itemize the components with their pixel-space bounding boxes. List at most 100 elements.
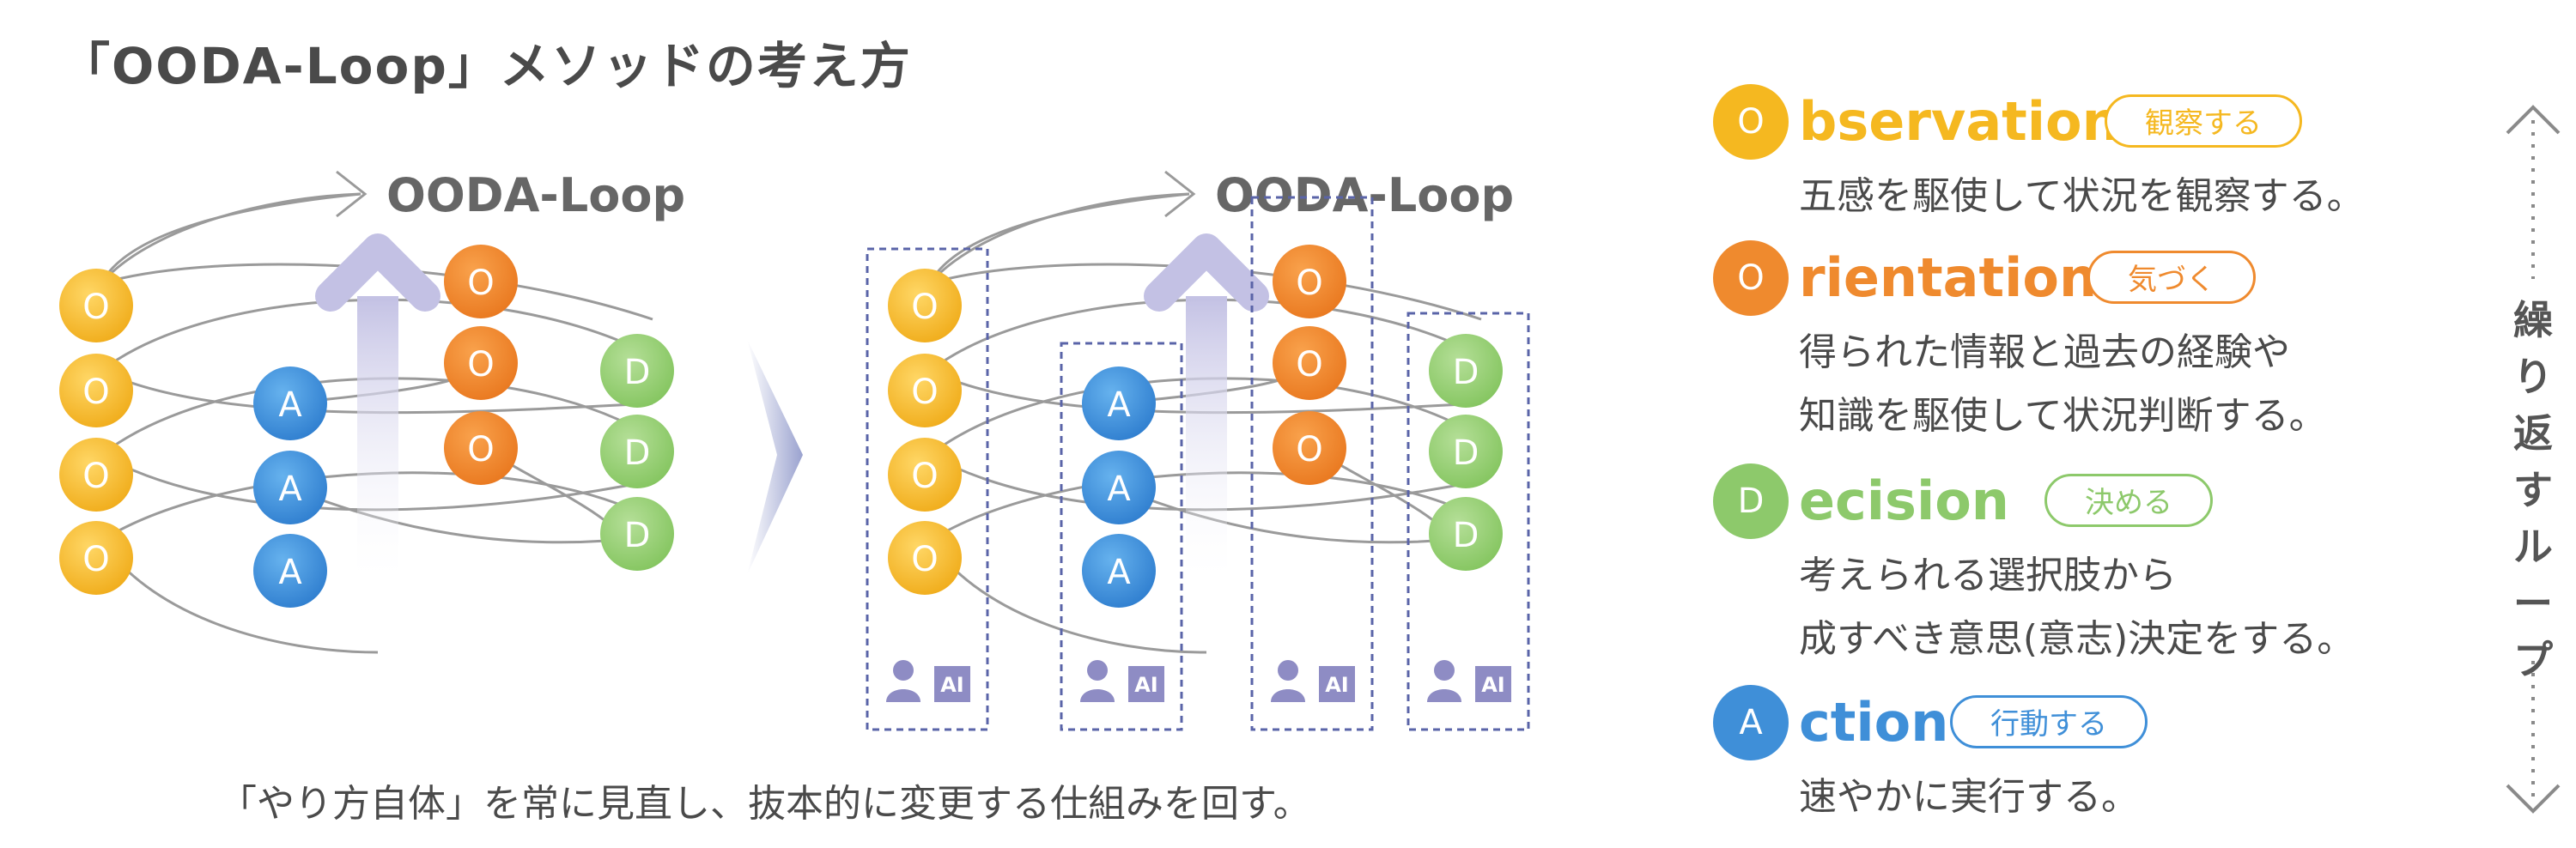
svg-text:D: D: [1453, 516, 1479, 555]
transition-chevron: [747, 339, 803, 575]
svg-text:D: D: [624, 353, 651, 392]
svg-text:A: A: [1107, 385, 1131, 425]
decision-node: D: [600, 334, 674, 408]
phase-description: 得られた情報と過去の経験や: [1799, 330, 2290, 374]
loop-arrow: [2506, 105, 2561, 814]
team-box: AI: [1250, 196, 1374, 731]
svg-text:O: O: [82, 540, 109, 579]
action-node: A: [253, 366, 327, 440]
svg-text:D: D: [624, 433, 651, 473]
decision-node: D: [600, 415, 674, 488]
svg-text:A: A: [1107, 469, 1131, 509]
orientation-node: O: [1273, 326, 1346, 400]
orientation-node: O: [1273, 245, 1346, 318]
svg-text:O: O: [1296, 430, 1322, 469]
phase-badge: A: [1713, 685, 1789, 760]
phase-tag: 決める: [2044, 474, 2213, 527]
svg-text:O: O: [1296, 263, 1322, 303]
phase-word: ction: [1799, 691, 1949, 754]
team-box: AI: [1406, 312, 1530, 731]
loop-arrowhead: [336, 170, 368, 218]
phase-description: 成すべき意思(意志)決定をする。: [1799, 617, 2355, 661]
svg-text:AI: AI: [1481, 673, 1505, 697]
up-arrow-shaft: [1186, 296, 1227, 579]
loop-title: OODA-Loop: [386, 168, 685, 222]
team-box: AI: [1060, 342, 1183, 731]
phase-badge: O: [1713, 84, 1789, 160]
svg-text:O: O: [1296, 345, 1322, 385]
observation-node: O: [59, 438, 133, 512]
orientation-node: O: [1273, 411, 1346, 485]
decision-node: D: [1429, 497, 1503, 571]
phase-description: 速やかに実行する。: [1799, 775, 2139, 819]
loop-arrowhead: [1164, 170, 1196, 218]
svg-text:O: O: [82, 373, 109, 412]
action-node: A: [253, 451, 327, 524]
ai-icon: AI: [934, 666, 970, 702]
orientation-node: O: [444, 411, 518, 485]
decision-node: D: [1429, 415, 1503, 488]
observation-node: O: [888, 521, 962, 595]
loop-path: [928, 192, 1190, 284]
svg-text:D: D: [1453, 433, 1479, 473]
ai-icon: AI: [1475, 666, 1511, 702]
svg-text:O: O: [82, 457, 109, 496]
person-icon: [1080, 660, 1115, 702]
svg-text:O: O: [467, 345, 494, 385]
person-icon: [1271, 660, 1305, 702]
observation-node: O: [888, 269, 962, 342]
phase-word: bservation: [1799, 90, 2120, 153]
svg-text:D: D: [624, 516, 651, 555]
phase-tag: 行動する: [1950, 695, 2148, 748]
phase-tag: 観察する: [2105, 94, 2302, 148]
observation-node: O: [59, 269, 133, 342]
page-title: 「OODA-Loop」メソッドの考え方: [60, 37, 912, 95]
orientation-node: O: [444, 326, 518, 400]
observation-node: O: [59, 354, 133, 427]
decision-node: D: [1429, 334, 1503, 408]
loop-title: OODA-Loop: [1215, 168, 1514, 222]
svg-text:AI: AI: [1134, 673, 1158, 697]
action-node: A: [253, 534, 327, 608]
svg-text:O: O: [911, 457, 938, 496]
person-icon: [1427, 660, 1461, 702]
observation-node: O: [888, 438, 962, 512]
observation-node: O: [888, 354, 962, 427]
svg-text:D: D: [1453, 353, 1479, 392]
phase-description: 五感を駆使して状況を観察する。: [1799, 174, 2365, 218]
phase-tag: 気づく: [2087, 251, 2256, 304]
action-node: A: [1082, 534, 1156, 608]
svg-text:AI: AI: [1325, 673, 1349, 697]
loop-path: [100, 540, 379, 654]
observation-node: O: [59, 521, 133, 595]
phase-description: 知識を駆使して状況判断する。: [1799, 394, 2327, 438]
loop-path: [100, 192, 361, 284]
person-icon: [886, 660, 920, 702]
up-arrow-shaft: [357, 296, 398, 579]
phase-badge: D: [1713, 463, 1789, 539]
action-node: A: [1082, 451, 1156, 524]
svg-text:O: O: [467, 430, 494, 469]
loop-path: [100, 192, 361, 284]
loop-path: [928, 540, 1207, 654]
loop-label: 繰り返すループ: [2513, 297, 2553, 683]
svg-text:O: O: [911, 288, 938, 327]
svg-text:A: A: [1107, 553, 1131, 592]
ai-icon: AI: [1128, 666, 1164, 702]
svg-text:A: A: [278, 469, 302, 509]
caption: 「やり方自体」を常に見直し、抜本的に変更する仕組みを回す。: [219, 782, 1311, 826]
svg-text:O: O: [911, 373, 938, 412]
loop-path: [928, 192, 1190, 284]
up-arrow-head: [1144, 233, 1269, 312]
phase-word: ecision: [1799, 469, 2009, 532]
ai-icon: AI: [1319, 666, 1355, 702]
svg-text:A: A: [278, 385, 302, 425]
svg-text:A: A: [278, 553, 302, 592]
phase-badge: O: [1713, 240, 1789, 316]
decision-node: D: [600, 497, 674, 571]
svg-text:O: O: [467, 263, 494, 303]
phase-word: rientation: [1799, 246, 2098, 309]
